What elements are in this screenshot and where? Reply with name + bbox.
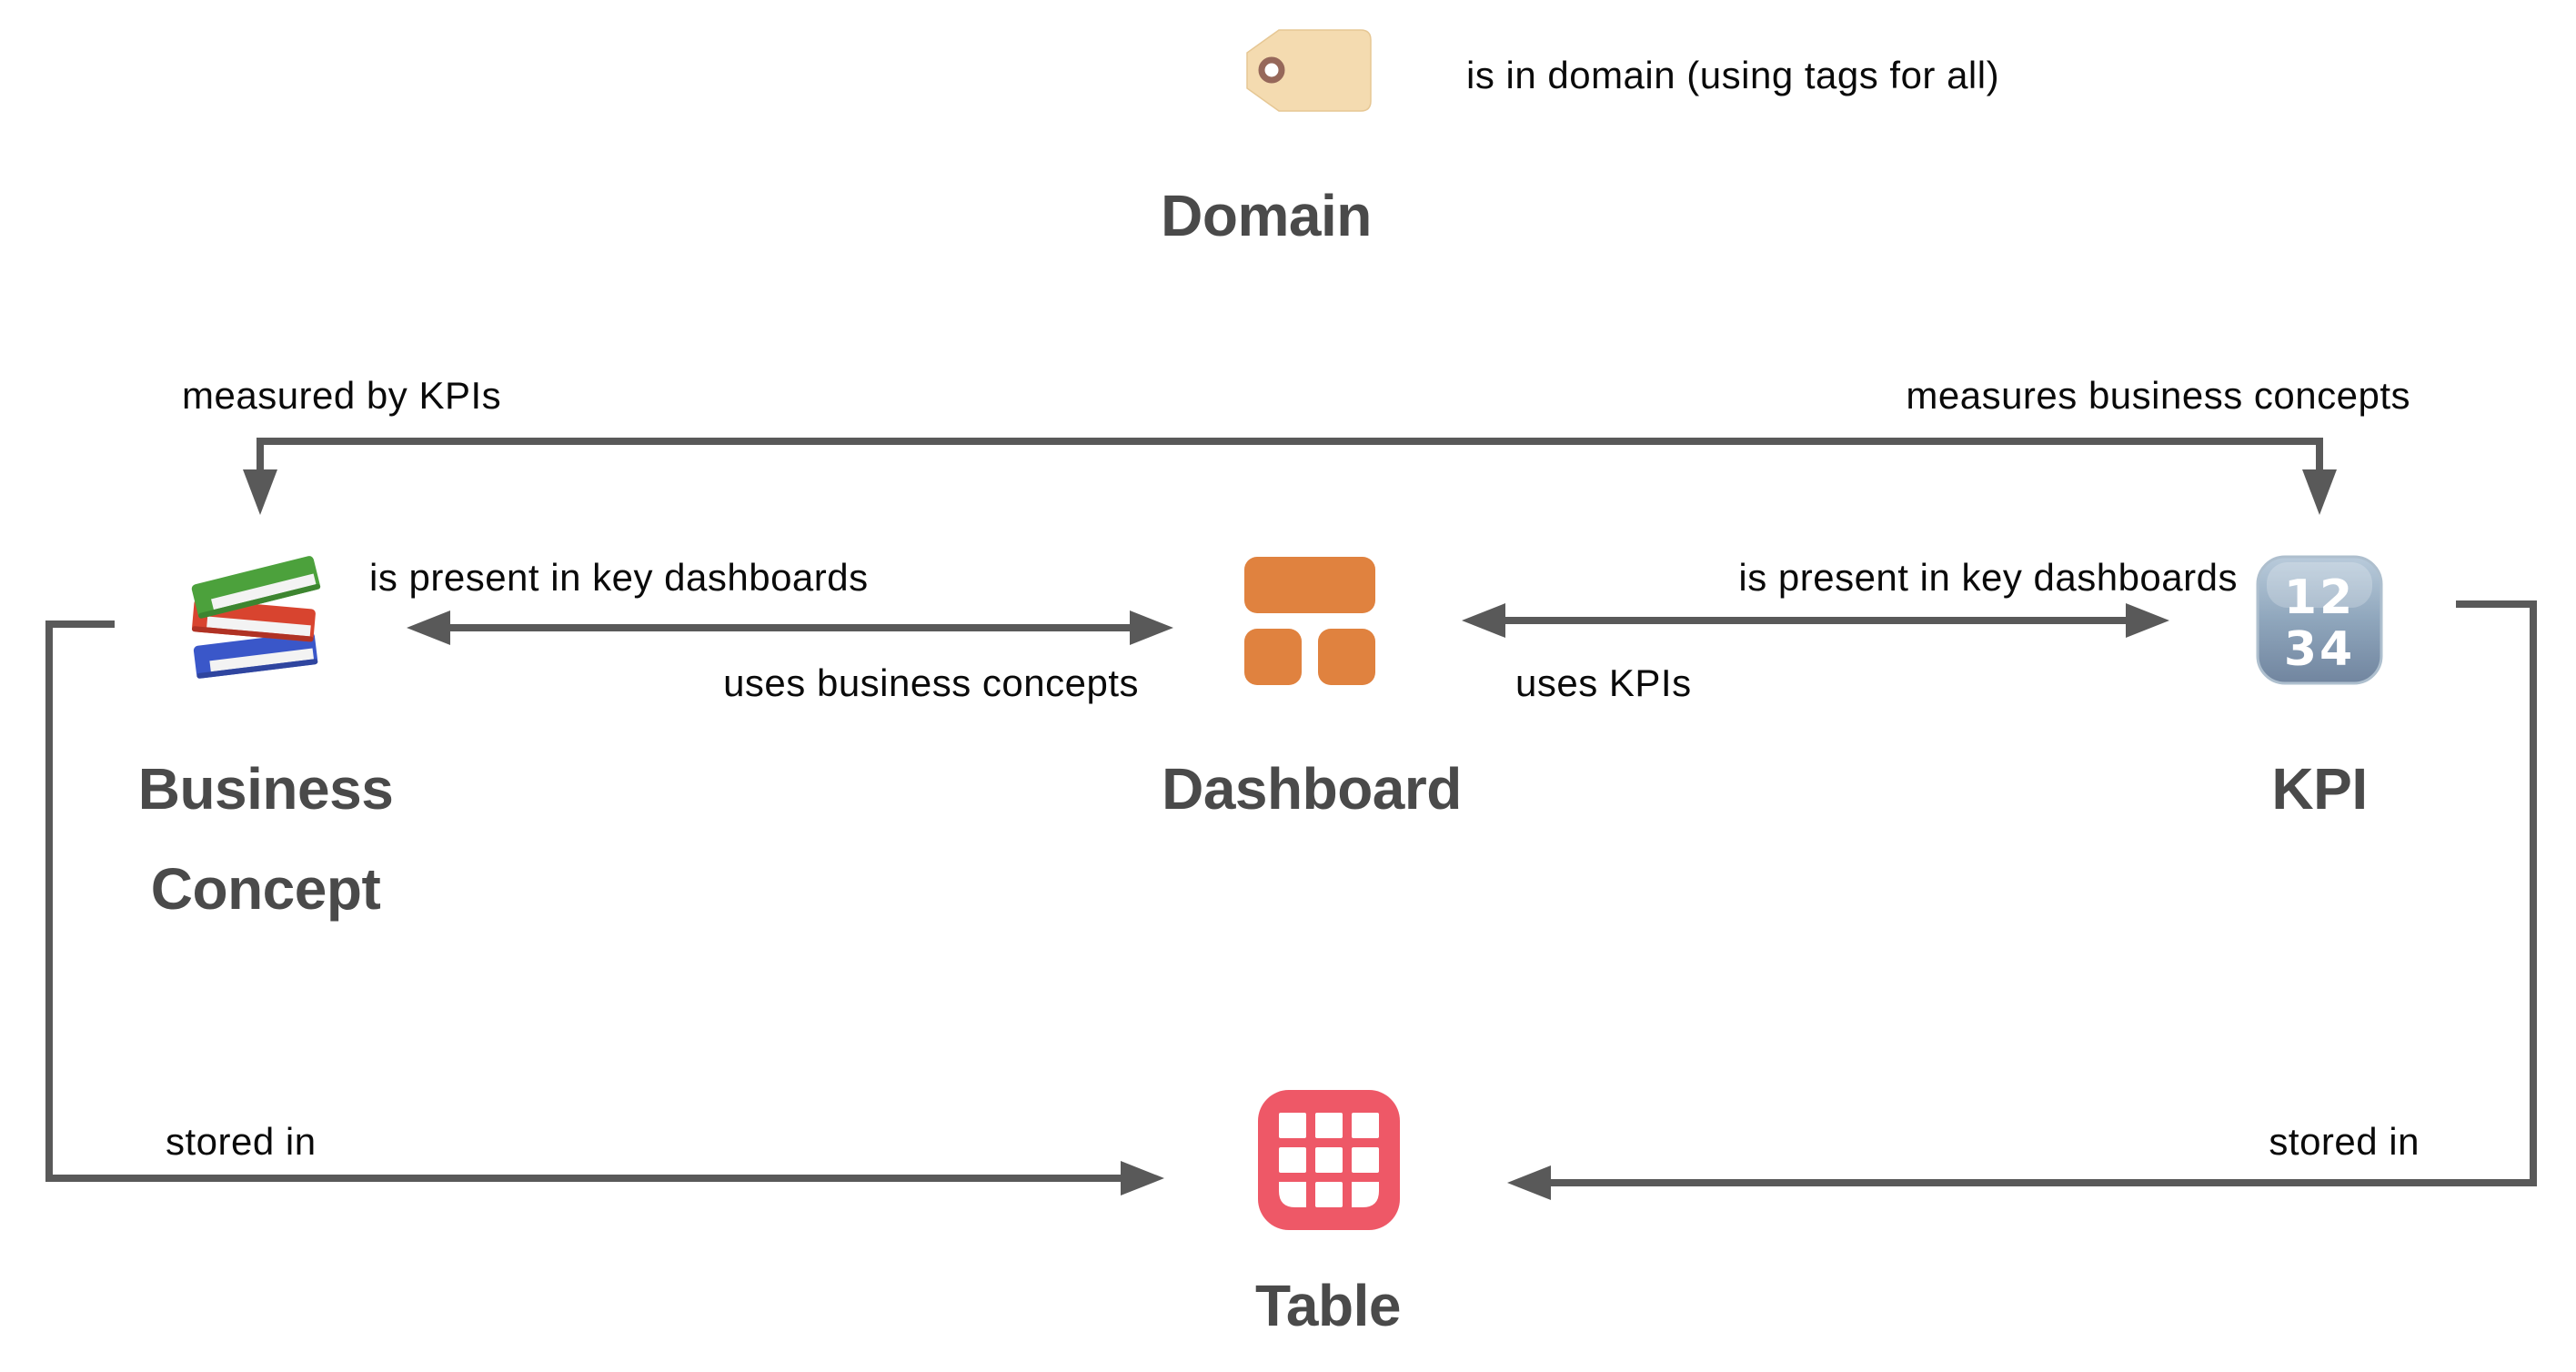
edge-label-uses-kpis: uses KPIs	[1515, 661, 1692, 704]
node-label-kpi: KPI	[2271, 756, 2368, 822]
arrow-bc-kpi-bracket	[243, 438, 2337, 515]
node-label-business-concept-line2: Concept	[150, 856, 381, 922]
node-label-business-concept-line1: Business	[137, 756, 394, 822]
edge-label-bc-present-in-dashboards: is present in key dashboards	[369, 556, 869, 599]
arrow-bc-dashboard	[407, 610, 1173, 645]
table-grid-icon	[1258, 1090, 1400, 1230]
node-label-domain: Domain	[1161, 183, 1372, 248]
books-icon	[191, 556, 321, 679]
arrow-bc-table	[45, 620, 1164, 1195]
node-label-business-concept: Business Concept	[138, 739, 394, 939]
kpi-digits-row1: 12	[2284, 570, 2355, 625]
arrow-dashboard-kpi	[1462, 603, 2169, 638]
node-label-dashboard: Dashboard	[1162, 756, 1462, 822]
node-label-table: Table	[1255, 1273, 1401, 1338]
arrow-kpi-table	[1507, 600, 2537, 1200]
edge-label-stored-in-left: stored in	[166, 1120, 317, 1163]
numbers-icon: 12 34	[2256, 555, 2383, 685]
edge-label-measured-by-kpis: measured by KPIs	[182, 374, 502, 417]
kpi-digits-row2: 34	[2284, 622, 2355, 677]
edge-label-uses-business-concepts: uses business concepts	[723, 661, 1139, 704]
edge-label-measures-business-concepts: measures business concepts	[1906, 374, 2410, 417]
edge-label-stored-in-right: stored in	[2269, 1120, 2420, 1163]
tag-icon	[1246, 29, 1372, 112]
legend-text: is in domain (using tags for all)	[1466, 54, 2000, 96]
edge-label-kpi-present-in-dashboards: is present in key dashboards	[1738, 556, 2238, 599]
dashboard-tiles-icon	[1244, 557, 1375, 685]
